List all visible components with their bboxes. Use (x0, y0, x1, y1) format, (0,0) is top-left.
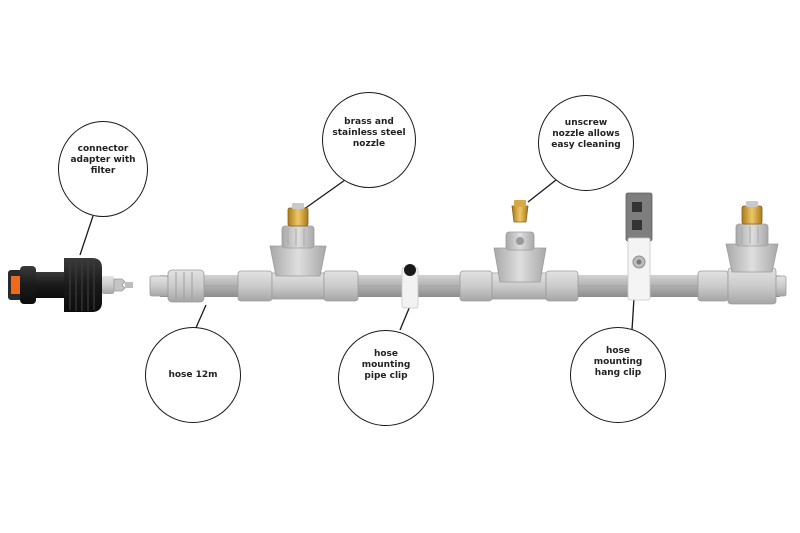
callout-nozzle-label: brass and stainless steel nozzle (332, 117, 406, 149)
brass-nozzle-icon (741, 201, 763, 225)
callout-hang-clip-label: hose mounting hang clip (593, 346, 643, 378)
callout-hose: hose 12m (145, 327, 241, 423)
callout-connector-adapter: connector adapter with filter (58, 121, 148, 217)
t-fitting-icon (237, 225, 359, 302)
callout-unscrew-nozzle: unscrew nozzle allows easy cleaning (538, 95, 634, 191)
hang-clip-icon (625, 192, 653, 301)
callout-brass-nozzle: brass and stainless steel nozzle (322, 92, 416, 188)
callout-hang-clip: hose mounting hang clip (570, 327, 666, 423)
pipe-clip-icon (401, 264, 419, 309)
hose-connector-icon (8, 258, 133, 312)
brass-nozzle-icon (511, 200, 529, 223)
t-fitting-icon (459, 231, 579, 302)
callout-unscrew-label: unscrew nozzle allows easy cleaning (551, 118, 621, 150)
t-fitting-icon (697, 223, 787, 305)
callout-hose-label: hose 12m (168, 369, 218, 380)
callout-pipe-clip-label: hose mounting pipe clip (361, 349, 411, 381)
callout-connector-label: connector adapter with filter (70, 144, 136, 176)
leader-lines (79, 179, 635, 331)
callout-pipe-clip: hose mounting pipe clip (338, 330, 434, 426)
brass-nozzle-icon (287, 203, 309, 227)
